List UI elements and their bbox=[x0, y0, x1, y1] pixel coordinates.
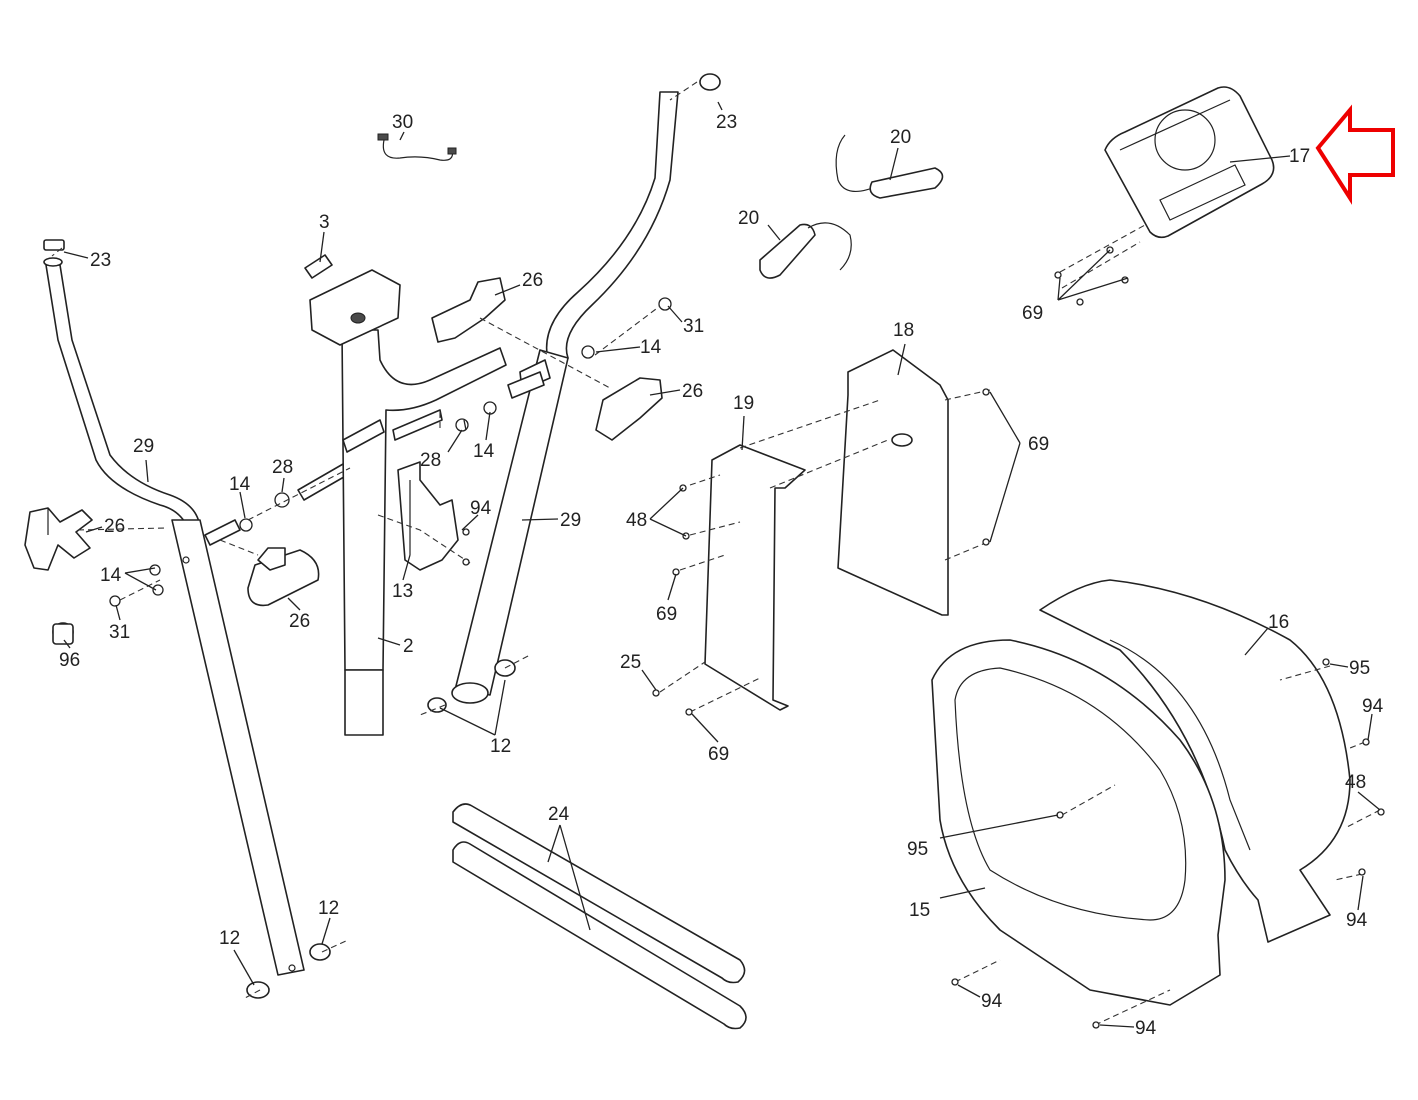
left-pivot-bracket-26 bbox=[24, 507, 93, 571]
callout-14-right: 14 bbox=[640, 337, 662, 358]
callout-23-left: 23 bbox=[90, 250, 111, 271]
callout-95-right: 95 bbox=[1349, 658, 1370, 679]
callout-94-center: 94 bbox=[470, 498, 492, 519]
shield-18 bbox=[837, 349, 949, 616]
callout-14-center: 14 bbox=[473, 441, 495, 462]
assembly-lines bbox=[51, 81, 1381, 1026]
hand-pulse-grip-20-lower bbox=[759, 222, 852, 279]
console-17 bbox=[1104, 86, 1275, 239]
callout-20-lower: 20 bbox=[738, 208, 759, 229]
end-cap-23-right bbox=[699, 73, 721, 91]
callout-12-center: 12 bbox=[490, 736, 511, 757]
callout-28-left: 28 bbox=[272, 457, 293, 478]
callout-16: 16 bbox=[1268, 612, 1289, 633]
callout-94-right-lower: 94 bbox=[1346, 910, 1368, 931]
bushing-28-a bbox=[274, 492, 290, 508]
callout-19: 19 bbox=[733, 393, 754, 414]
callout-31-left: 31 bbox=[109, 622, 130, 643]
callouts: 23 23 30 3 20 20 17 69 26 31 14 18 26 19… bbox=[59, 112, 1384, 1039]
left-axle bbox=[204, 519, 320, 607]
center-upright-2 bbox=[304, 254, 507, 736]
shield-19 bbox=[704, 444, 806, 711]
washer-14-left bbox=[149, 564, 161, 576]
bottle-holder-13 bbox=[397, 461, 459, 571]
end-cap-23-left bbox=[43, 239, 65, 251]
callout-28-center: 28 bbox=[420, 450, 441, 471]
leader-lines bbox=[63, 101, 1381, 1028]
callout-25: 25 bbox=[620, 652, 641, 673]
callout-23-right: 23 bbox=[716, 112, 737, 133]
callout-18: 18 bbox=[893, 320, 914, 341]
callout-15: 15 bbox=[909, 900, 930, 921]
callout-29-right: 29 bbox=[560, 510, 581, 531]
console-mast-plate bbox=[309, 269, 401, 346]
hand-pulse-grip-20-upper bbox=[835, 134, 944, 199]
callout-26-left: 26 bbox=[104, 516, 125, 537]
screws bbox=[462, 246, 1385, 1029]
callout-24: 24 bbox=[548, 804, 570, 825]
grommet-3 bbox=[304, 254, 333, 279]
callout-20-upper: 20 bbox=[890, 127, 911, 148]
callout-94-bottom: 94 bbox=[1135, 1018, 1157, 1039]
wheel-12-b bbox=[309, 943, 331, 961]
upper-bracket-26 bbox=[431, 277, 663, 441]
callout-69-shield-lower: 69 bbox=[656, 604, 677, 625]
highlight-arrow bbox=[1315, 104, 1395, 205]
callout-17: 17 bbox=[1289, 146, 1310, 167]
callout-94-bottom-left: 94 bbox=[981, 991, 1003, 1012]
callout-14-lower: 14 bbox=[100, 565, 122, 586]
callout-12-right-lower: 12 bbox=[318, 898, 339, 919]
wheel-12-a bbox=[246, 981, 270, 999]
callout-69-shield: 69 bbox=[1028, 434, 1049, 455]
callout-14-left: 14 bbox=[229, 474, 251, 495]
callout-3: 3 bbox=[319, 212, 330, 233]
shroud-15 bbox=[931, 639, 1226, 1006]
washer-14-b bbox=[239, 518, 253, 532]
callout-31-right: 31 bbox=[683, 316, 704, 337]
callout-26-upper: 26 bbox=[522, 270, 543, 291]
callout-48-shield: 48 bbox=[626, 510, 647, 531]
callout-29-left: 29 bbox=[133, 436, 154, 457]
stabilizer-tubes-24 bbox=[452, 803, 747, 1030]
callout-2: 2 bbox=[403, 636, 414, 657]
nut-31-left bbox=[109, 595, 121, 607]
callout-69-console: 69 bbox=[1022, 303, 1043, 324]
right-handlebar-arm bbox=[451, 91, 679, 704]
callout-69-bottom: 69 bbox=[708, 744, 729, 765]
callout-48-right: 48 bbox=[1345, 772, 1366, 793]
callout-96: 96 bbox=[59, 650, 80, 671]
callout-30: 30 bbox=[392, 112, 413, 133]
callout-26-axle: 26 bbox=[289, 611, 310, 632]
callout-95-left: 95 bbox=[907, 839, 928, 860]
wire-harness-30 bbox=[377, 133, 457, 161]
callout-13: 13 bbox=[392, 581, 413, 602]
callout-26-right: 26 bbox=[682, 381, 703, 402]
callout-94-right-upper: 94 bbox=[1362, 696, 1384, 717]
left-handlebar-arm bbox=[43, 239, 305, 976]
callout-12-left-lower: 12 bbox=[219, 928, 240, 949]
